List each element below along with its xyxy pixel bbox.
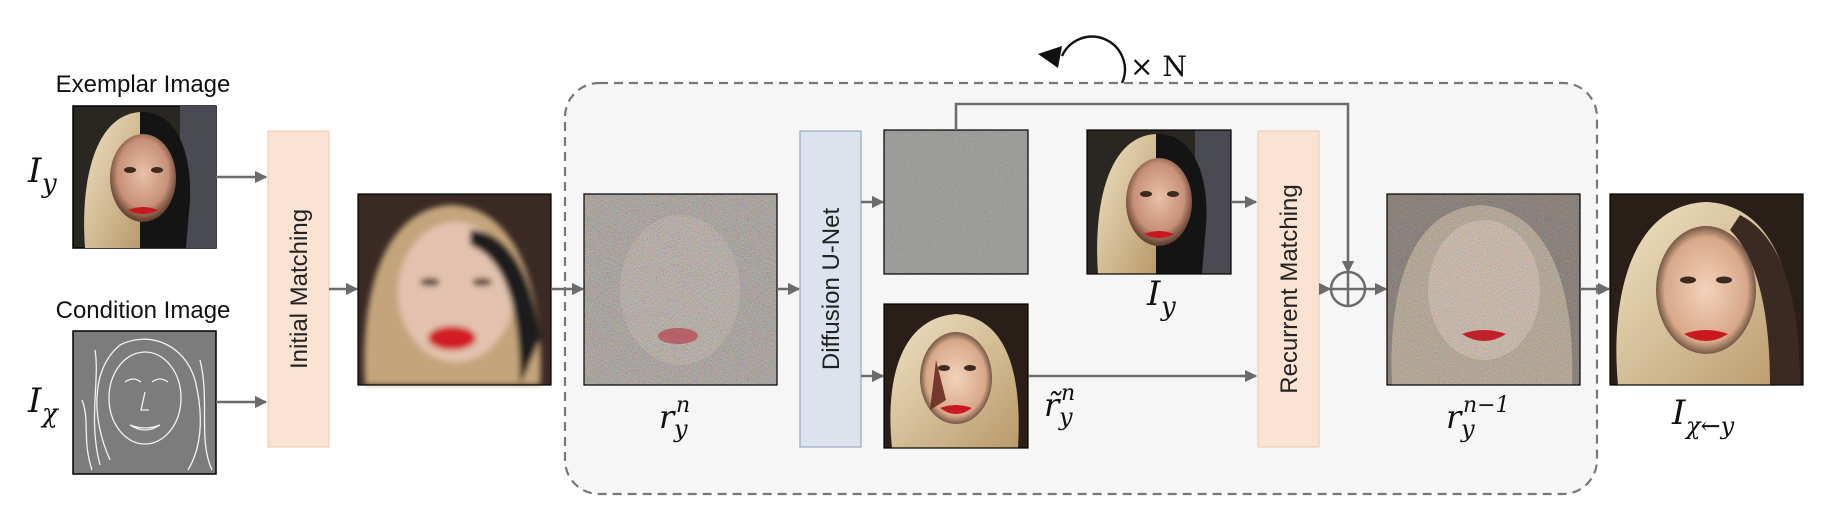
svg-text:I: I [27, 151, 42, 191]
exemplar-symbol: I y [27, 151, 57, 199]
recurrent-matching-label: Recurrent Matching [1276, 184, 1303, 393]
svg-text:y: y [41, 169, 57, 199]
svg-text:I: I [27, 381, 42, 421]
svg-text:n−1: n−1 [1463, 393, 1510, 418]
svg-text:r: r [659, 398, 676, 436]
svg-text:y: y [1058, 403, 1073, 431]
diffusion-unet-label: Diffusion U-Net [818, 208, 845, 371]
next-step-latent-symbol: r y n−1 [1446, 393, 1510, 443]
arrow-noise-to-sum [954, 102, 1355, 274]
svg-text:χ: χ [40, 399, 60, 429]
svg-text:r̃: r̃ [1044, 386, 1063, 424]
svg-text:χ←y: χ←y [1684, 412, 1735, 440]
denoised-estimate-image [883, 303, 1029, 449]
loop-arrow-icon [1038, 35, 1127, 84]
svg-text:n: n [1061, 381, 1075, 406]
svg-text:I: I [1146, 274, 1161, 314]
denoised-estimate-symbol: r̃ y n [1044, 381, 1075, 431]
output-symbol: I χ←y [1671, 393, 1735, 440]
noisy-latent-symbol: r y n [659, 393, 690, 443]
output-image [1609, 193, 1804, 386]
diffusion-unet-block [799, 130, 862, 448]
exemplar-image-copy [1086, 129, 1232, 275]
svg-text:n: n [676, 393, 690, 418]
svg-text:r: r [1446, 398, 1463, 436]
exemplar-image-title: Exemplar Image [56, 71, 231, 98]
svg-text:y: y [1160, 292, 1176, 322]
condition-symbol: I χ [27, 381, 60, 429]
initial-warped-image [357, 193, 552, 386]
loop-times-label: × N [1130, 50, 1187, 83]
sum-operator-icon [1329, 270, 1367, 308]
recurrent-matching-block [1257, 130, 1320, 448]
svg-text:y: y [673, 415, 688, 443]
initial-matching-block [267, 130, 330, 448]
exemplar-image [72, 105, 217, 249]
svg-text:I: I [1671, 393, 1686, 433]
condition-edge-image [72, 330, 217, 475]
initial-matching-label: Initial Matching [286, 209, 313, 369]
next-step-latent-image [1386, 193, 1581, 386]
noisy-latent-image [583, 193, 778, 386]
predicted-noise-image [883, 129, 1029, 275]
condition-image-title: Condition Image [56, 297, 231, 324]
exemplar-copy-symbol: I y [1146, 274, 1176, 322]
svg-text:y: y [1460, 415, 1475, 443]
